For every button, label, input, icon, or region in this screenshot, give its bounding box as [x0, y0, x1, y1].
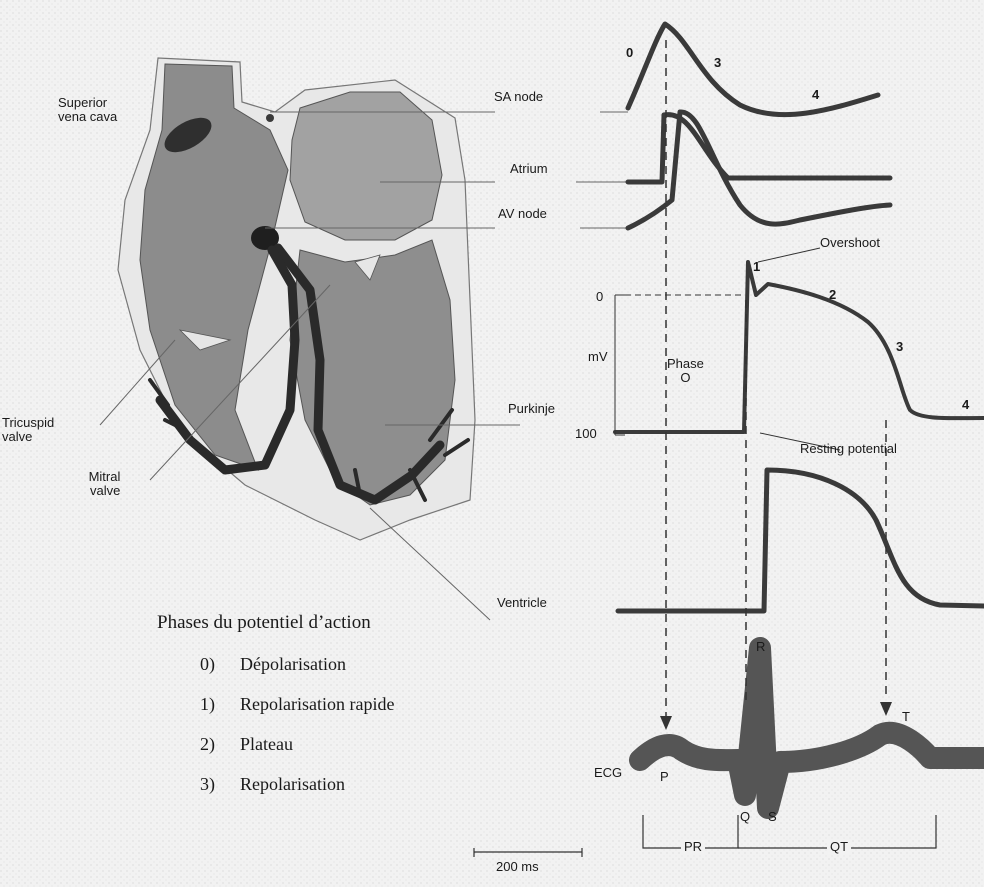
phase-legend-text: Plateau: [240, 734, 293, 754]
time-scale-label: 200 ms: [496, 860, 539, 874]
mv-unit-label: mV: [588, 350, 608, 364]
ecg-t-wave-label: T: [902, 710, 910, 724]
phase-legend-text: Dépolarisation: [240, 654, 346, 674]
phase-zero-label: Phase O: [667, 357, 704, 385]
purkinje-phase-2-label: 2: [829, 288, 836, 302]
superior-vena-cava-label-line-2: vena cava: [58, 110, 117, 124]
tricuspid-valve-label-line-1: Tricuspid: [2, 416, 54, 430]
left-atrium: [290, 92, 442, 240]
sa-phase-4-label: 4: [812, 88, 819, 102]
atrium-label: Atrium: [510, 162, 548, 176]
ecg-label: ECG: [594, 766, 622, 780]
mitral-valve-label-line-2: valve: [76, 484, 120, 498]
phase-legend-number: 1): [200, 694, 240, 715]
phase-legend-item: 2)Plateau: [200, 734, 293, 755]
resting-potential-label: Resting potential: [800, 442, 897, 456]
tricuspid-valve-label-line-2: valve: [2, 430, 54, 444]
minus-100-label: 100: [575, 427, 597, 441]
purkinje-label: Purkinje: [508, 402, 555, 416]
phase-legend-number: 3): [200, 774, 240, 795]
phase-zero-label-line-2: O: [667, 371, 704, 385]
qt-interval-label: QT: [827, 840, 851, 854]
ecg-q-wave-label: Q: [740, 810, 750, 824]
tricuspid-valve-label: Tricuspid valve: [2, 416, 54, 444]
phase-legend-item: 3)Repolarisation: [200, 774, 345, 795]
phase-legend-number: 2): [200, 734, 240, 755]
phase-zero-label-line-1: Phase: [667, 357, 704, 371]
phase-legend-text: Repolarisation: [240, 774, 345, 794]
mitral-valve-label: Mitral valve: [76, 470, 120, 498]
phase-legend-item: 1)Repolarisation rapide: [200, 694, 394, 715]
zero-mv-label: 0: [596, 290, 603, 304]
ventricle-label: Ventricle: [497, 596, 547, 610]
superior-vena-cava-label: Superior vena cava: [58, 96, 117, 124]
av-node-label: AV node: [498, 207, 547, 221]
purkinje-phase-3-label: 3: [896, 340, 903, 354]
purkinje-phase-1-label: 1: [753, 260, 760, 274]
ecg-r-wave-label: R: [756, 640, 765, 654]
phases-legend-title: Phases du potentiel d’action: [157, 612, 371, 634]
ecg-s-wave-label: S: [768, 810, 777, 824]
sa-node-label: SA node: [494, 90, 543, 104]
phase-legend-text: Repolarisation rapide: [240, 694, 394, 714]
sa-node-spot: [266, 114, 274, 122]
phase-legend-number: 0): [200, 654, 240, 675]
purkinje-phase-4-label: 4: [962, 398, 969, 412]
overshoot-label: Overshoot: [820, 236, 880, 250]
sa-phase-3-label: 3: [714, 56, 721, 70]
mitral-valve-label-line-1: Mitral: [76, 470, 120, 484]
pr-interval-label: PR: [681, 840, 705, 854]
phase-legend-item: 0)Dépolarisation: [200, 654, 346, 675]
sa-phase-0-label: 0: [626, 46, 633, 60]
superior-vena-cava-label-line-1: Superior: [58, 96, 117, 110]
ecg-p-wave-label: P: [660, 770, 669, 784]
